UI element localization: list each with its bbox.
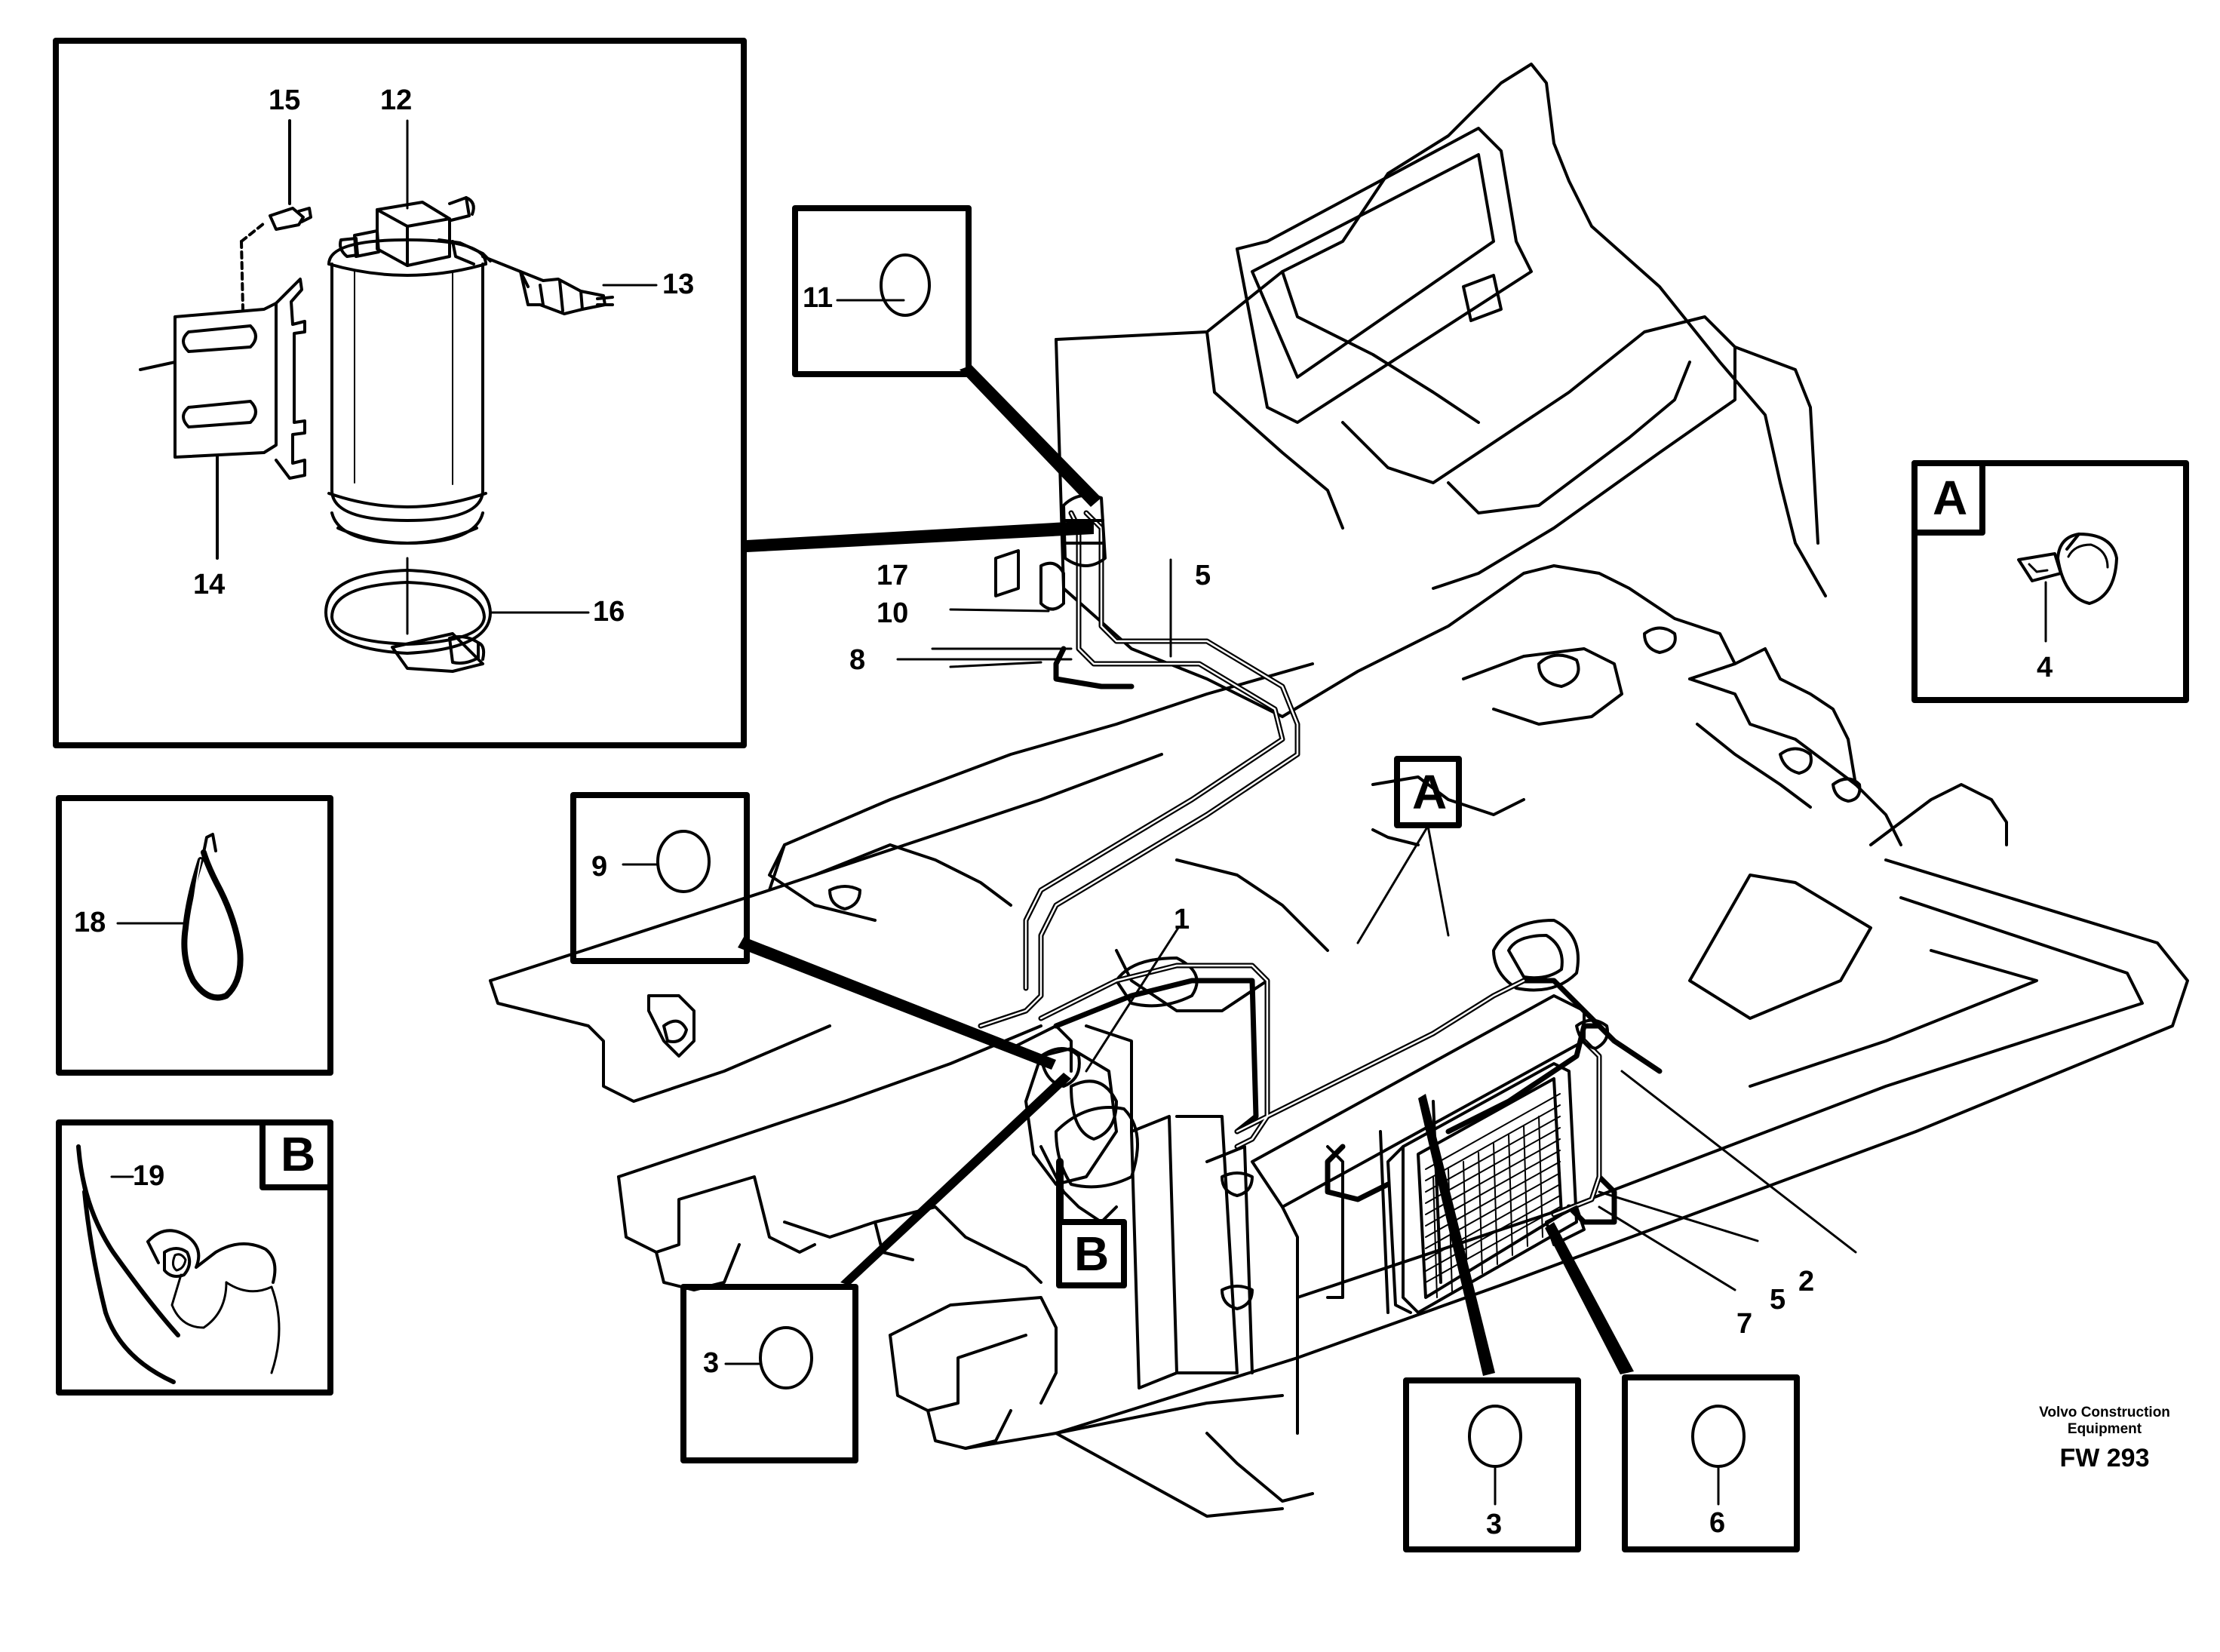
machine-frame	[489, 63, 2189, 1518]
callout-9: 9	[591, 851, 608, 883]
view-letter-a-main: A	[1412, 765, 1448, 819]
detail-box-b	[56, 1119, 333, 1396]
detail-box-6	[1622, 1374, 1800, 1552]
callout-4: 4	[2037, 652, 2053, 683]
callout-19: 19	[133, 1160, 165, 1192]
callout-5-lower: 5	[1770, 1284, 1786, 1316]
callout-14: 14	[193, 569, 226, 600]
callout-2: 2	[1798, 1266, 1815, 1297]
detail-box-18	[56, 795, 333, 1076]
callout-8: 8	[849, 644, 866, 676]
company-line-2: Equipment	[2067, 1421, 2142, 1437]
callout-6: 6	[1709, 1507, 1726, 1539]
callout-1: 1	[1174, 904, 1190, 935]
view-letter-a-detail: A	[1933, 471, 1968, 525]
detail-box-11	[792, 205, 972, 377]
company-credit: Volvo Construction Equipment	[2007, 1405, 2203, 1438]
callout-18: 18	[74, 907, 106, 938]
company-line-1: Volvo Construction	[2039, 1405, 2170, 1420]
detail-connectors	[738, 365, 1634, 1376]
leader-lines	[836, 299, 1857, 1291]
callout-15: 15	[269, 84, 301, 116]
detail-box-9	[570, 792, 750, 964]
callout-10: 10	[877, 597, 909, 629]
callout-17: 17	[877, 560, 909, 591]
view-marker-a	[1394, 756, 1462, 828]
detail-box-receiver-drier	[53, 38, 747, 748]
callout-5-upper: 5	[1195, 560, 1211, 591]
callout-16: 16	[593, 596, 625, 628]
callout-7: 7	[1736, 1308, 1753, 1340]
view-letter-b-main: B	[1074, 1227, 1110, 1281]
callout-12: 12	[380, 84, 413, 116]
detail-box-3-left	[680, 1284, 858, 1463]
callout-13: 13	[662, 269, 695, 300]
ac-hoses-inner	[979, 511, 1601, 1216]
view-marker-b	[1056, 1219, 1127, 1288]
view-letter-b-detail: B	[281, 1127, 316, 1181]
callout-3-right: 3	[1486, 1509, 1503, 1540]
callout-3-left: 3	[703, 1347, 720, 1379]
figure-code: FW 293	[2059, 1444, 2150, 1472]
ac-hoses	[978, 510, 1663, 1225]
detail-box-a	[1911, 460, 2189, 703]
callout-11: 11	[803, 282, 834, 314]
detail-box-3-right	[1403, 1377, 1581, 1552]
